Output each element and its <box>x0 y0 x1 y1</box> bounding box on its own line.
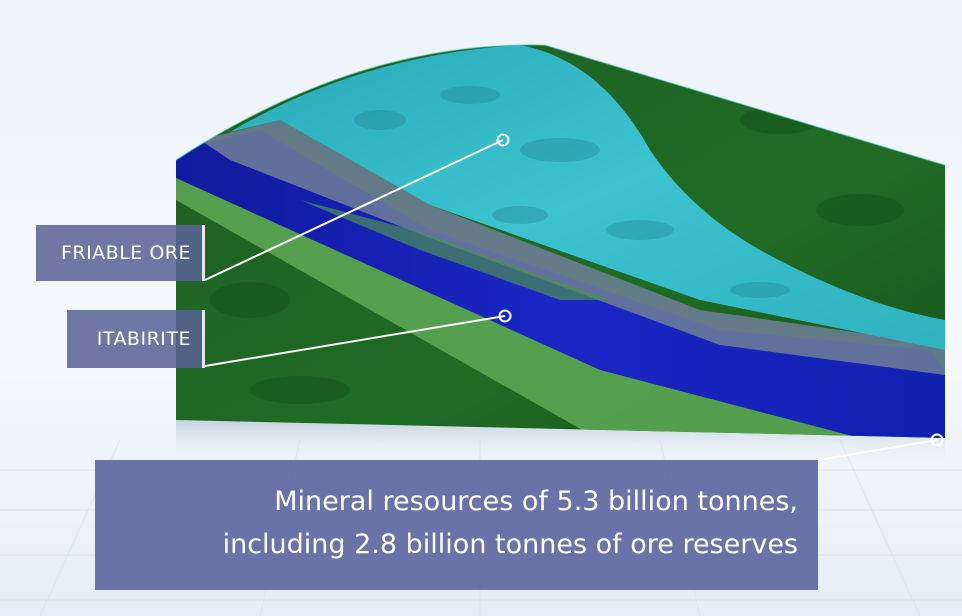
resources-leader-line <box>817 439 938 461</box>
friable-ore-label: FRIABLE ORE <box>60 242 191 264</box>
itabirite-leader-line <box>204 315 506 367</box>
block-top-edge <box>175 44 946 166</box>
itabirite-callout: ITABIRITE <box>67 310 205 368</box>
leader-lines <box>204 133 944 461</box>
resources-summary-box: Mineral resources of 5.3 billion tonnes,… <box>95 460 818 590</box>
callout-edge <box>202 225 205 281</box>
itabirite-pointer-dot <box>498 309 512 323</box>
geology-block <box>176 44 945 439</box>
callout-edge <box>202 310 205 368</box>
host-texture <box>210 106 904 404</box>
summary-line-2: including 2.8 billion tonnes of ore rese… <box>222 529 798 560</box>
itabirite-label: ITABIRITE <box>96 328 191 350</box>
friable-leader-line <box>204 139 504 281</box>
block-reflection <box>176 420 945 470</box>
friable-texture <box>354 86 790 298</box>
banded-layer-mid <box>300 200 610 300</box>
friable-pointer-dot <box>496 133 510 147</box>
friable-ore-callout: FRIABLE ORE <box>36 225 205 281</box>
friable-ore-layer <box>230 45 945 350</box>
transition-band <box>200 120 945 375</box>
resources-pointer-dot <box>930 433 944 447</box>
summary-line-1: Mineral resources of 5.3 billion tonnes, <box>274 486 798 517</box>
